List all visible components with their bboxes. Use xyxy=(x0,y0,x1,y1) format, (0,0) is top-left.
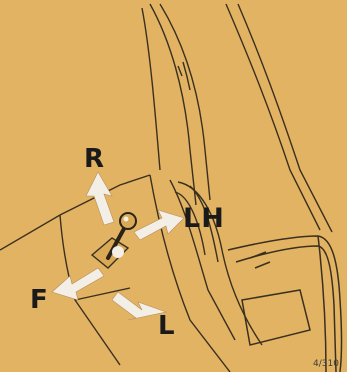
windscreen-pillar xyxy=(142,4,332,232)
arrow-hub xyxy=(112,246,124,258)
mirror-glass xyxy=(228,236,342,372)
figure-reference: 4/310 xyxy=(313,359,339,369)
label-f: F xyxy=(30,287,48,313)
label-lh: LH xyxy=(183,205,225,232)
arrow-left-hand xyxy=(134,210,184,240)
label-l: L xyxy=(158,313,175,339)
label-r: R xyxy=(84,146,104,172)
arrow-right xyxy=(86,172,114,225)
